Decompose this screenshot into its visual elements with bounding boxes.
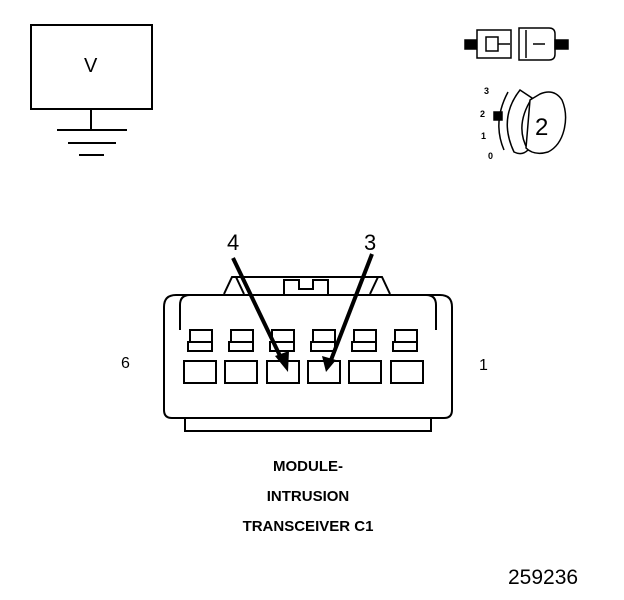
- callout-label-4: 4: [227, 230, 240, 255]
- ignition-key-icon: [493, 88, 567, 155]
- disconnect-connector-icon: [464, 27, 569, 61]
- key-selected-position: 2: [535, 114, 549, 141]
- connector-caption-line-1: MODULE-: [273, 458, 343, 475]
- callout-label-3: 3: [364, 230, 377, 255]
- key-position-3: 3: [484, 86, 490, 96]
- cavity-4: [266, 329, 300, 384]
- connector-caption-line-3: TRANSCEIVER C1: [242, 518, 374, 535]
- cavity-3: [307, 329, 341, 384]
- connector-skirt: [184, 418, 432, 432]
- cavity-6: [183, 329, 217, 384]
- connector-outer-shell: [163, 294, 453, 419]
- callout-arrows: [231, 253, 374, 372]
- connector-face: [163, 276, 453, 432]
- key-position-0: 0: [488, 151, 494, 161]
- connector-inner-shell: [179, 294, 437, 330]
- pin-label-6: 6: [121, 355, 130, 372]
- cavity-2: [348, 329, 382, 384]
- voltmeter-label: V: [84, 55, 98, 77]
- callout-arrow-3: [329, 253, 374, 361]
- key-position-2: 2: [480, 109, 486, 119]
- pin-label-1: 1: [479, 357, 488, 374]
- connector-caption-line-2: INTRUSION: [266, 488, 350, 505]
- voltmeter-symbol: [30, 24, 153, 156]
- cavity-5: [224, 329, 258, 384]
- cavity-1: [390, 329, 424, 384]
- connector-latch-tab: [283, 279, 329, 294]
- cavity-row: [183, 329, 424, 384]
- connector-latch-frame: [223, 276, 391, 295]
- figure-number: 259236: [508, 566, 579, 589]
- key-position-1: 1: [481, 131, 487, 141]
- callout-arrow-4: [231, 257, 284, 361]
